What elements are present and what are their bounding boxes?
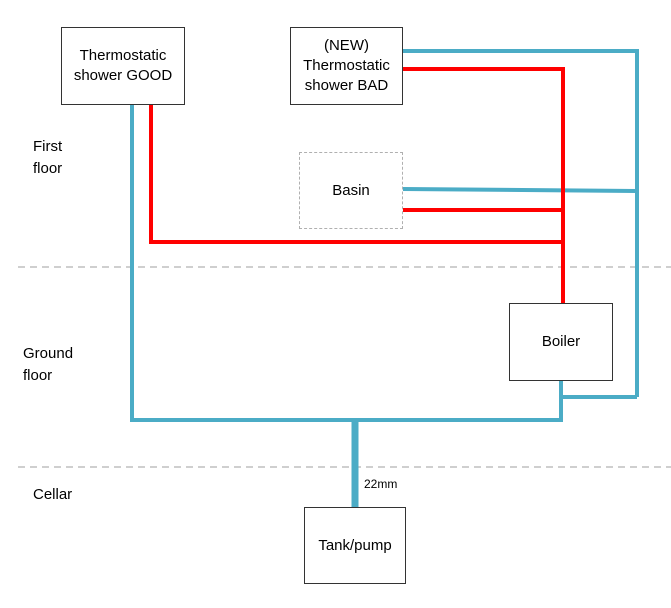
tank-pump-label: Tank/pump	[318, 536, 392, 554]
floor-label-ground: Ground floor	[23, 345, 74, 384]
cold-pipe-basin	[402, 187, 638, 193]
floor-label-cellar: Cellar	[33, 486, 73, 503]
cold-pipe-bad-shower	[403, 49, 639, 397]
shower-good-label: Thermostatic shower GOOD	[73, 47, 173, 84]
cold-water-pipes	[130, 49, 639, 422]
shower-bad-box: (NEW) Thermostatic shower BAD	[290, 27, 403, 105]
basin-box: Basin	[299, 152, 403, 229]
cold-pipe-good-shower	[130, 105, 563, 422]
shower-bad-label: (NEW) Thermostatic shower BAD	[303, 37, 390, 94]
hot-pipe-good-shower	[149, 105, 563, 244]
floor-label-first: First floor	[33, 138, 63, 177]
shower-good-box: Thermostatic shower GOOD	[61, 27, 185, 105]
boiler-label: Boiler	[541, 333, 581, 350]
basin-label: Basin	[332, 181, 370, 199]
boiler-box: Boiler	[509, 303, 613, 381]
hot-water-pipes	[149, 67, 565, 305]
tank-pump-box: Tank/pump	[304, 507, 406, 584]
hot-pipe-bad-shower	[403, 67, 565, 305]
pipe-size-label: 22mm	[364, 477, 398, 491]
